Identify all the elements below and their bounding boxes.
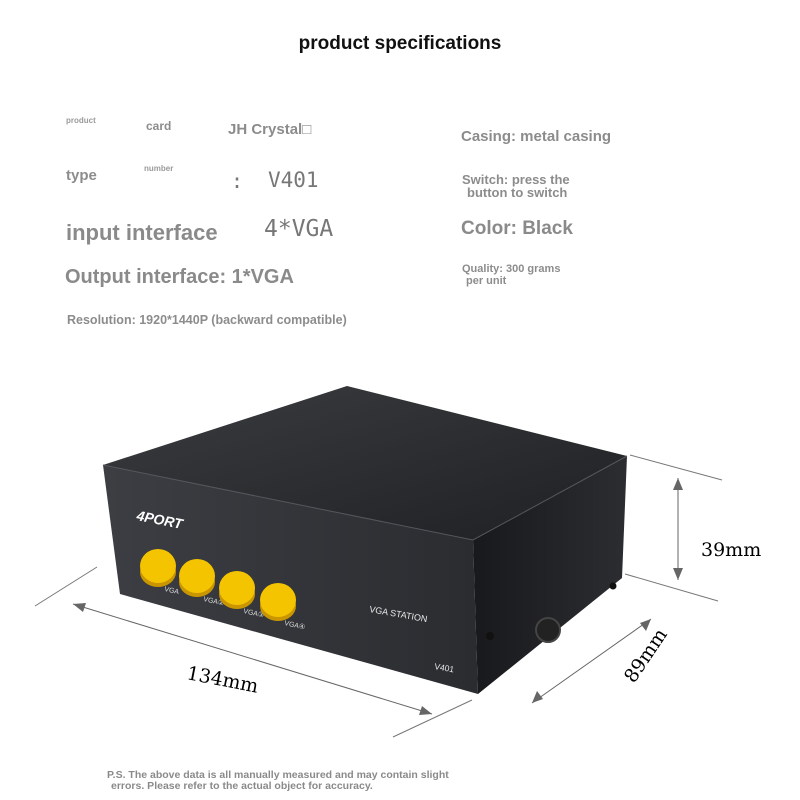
- vent-icon: [535, 617, 561, 643]
- product-label: product: [66, 116, 96, 125]
- quality-spec-line1: Quality: 300 grams: [462, 263, 561, 275]
- yellow-button-icon: [219, 571, 255, 605]
- width-dimension: 134mm: [185, 662, 260, 697]
- screw-icon: [609, 582, 617, 590]
- switch-spec-line1: Switch: press the: [462, 172, 570, 187]
- depth-dimension: 89mm: [620, 625, 672, 687]
- quality-spec-line2: per unit: [466, 275, 507, 287]
- yellow-button-icon: [179, 559, 215, 593]
- port-button-1[interactable]: VGA: [140, 549, 180, 596]
- port-button-3[interactable]: VGA③: [219, 571, 265, 619]
- page-title: product specifications: [298, 33, 502, 54]
- footnote-line1: P.S. The above data is all manually meas…: [107, 769, 449, 781]
- port-label: VGA: [164, 586, 180, 596]
- input-interface-label: input interface: [66, 220, 218, 245]
- card-label: card: [146, 119, 172, 133]
- device-top-face: [103, 386, 627, 540]
- yellow-button-icon: [260, 583, 296, 617]
- number-label: number: [144, 164, 174, 173]
- model-value: V401: [268, 168, 319, 192]
- input-interface-value: 4*VGA: [264, 216, 334, 242]
- output-interface: Output interface: 1*VGA: [65, 266, 294, 288]
- height-dimension: 39mm: [701, 539, 761, 561]
- model-colon: :: [231, 169, 244, 193]
- model-label: V401: [434, 661, 456, 674]
- footnote-line2: errors. Please refer to the actual objec…: [111, 780, 373, 792]
- color-spec: Color: Black: [461, 218, 573, 239]
- resolution: Resolution: 1920*1440P (backward compati…: [67, 313, 347, 327]
- yellow-button-icon: [140, 549, 176, 583]
- casing-spec: Casing: metal casing: [461, 128, 612, 145]
- brand-value: JH Crystal□: [228, 121, 312, 138]
- screw-icon: [486, 632, 494, 640]
- device-side-face: [473, 456, 627, 694]
- switch-spec-line2: button to switch: [467, 185, 568, 200]
- type-label: type: [66, 167, 97, 184]
